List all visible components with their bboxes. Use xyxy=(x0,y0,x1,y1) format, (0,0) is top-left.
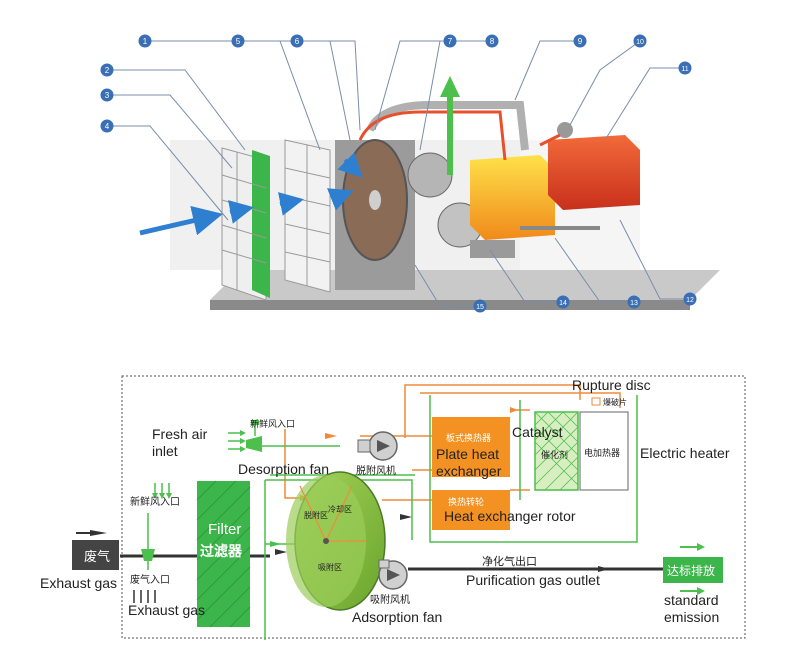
adsorption-fan xyxy=(378,559,408,590)
rupture-disc xyxy=(591,397,601,406)
callout-6: 6 xyxy=(290,34,304,48)
rupture-disc-3d xyxy=(557,122,573,138)
callout-7-text: 7 xyxy=(448,37,453,46)
callout-1-text: 1 xyxy=(143,37,148,46)
adsorption-fan-en: Adsorption fan xyxy=(352,609,442,625)
callout-3-text: 3 xyxy=(105,91,110,100)
callout-11-text: 11 xyxy=(681,66,688,73)
rupture-disc-zh: 爆破片 xyxy=(603,397,627,407)
callout-3: 3 xyxy=(100,88,114,102)
electric-heater-3d xyxy=(548,135,640,210)
purified-outlet-en: Purification gas outlet xyxy=(466,572,600,588)
standard-emission xyxy=(663,543,723,595)
exhaust-gas-box xyxy=(72,540,119,570)
fresh-air-valve-top xyxy=(246,436,262,452)
desorption-fan-3d xyxy=(407,152,453,198)
cooling-zone-zh: 冷却区 xyxy=(328,504,352,514)
callout-10: 10 xyxy=(633,34,647,48)
hx-rotor-en: Heat exchanger rotor xyxy=(444,508,576,524)
callout-2: 2 xyxy=(100,63,114,77)
electric-heater xyxy=(579,411,629,491)
callout-10-text: 10 xyxy=(636,39,644,46)
exhaust-gas-en-bottom: Exhaust gas xyxy=(128,602,205,618)
electric-heater-en: Electric heater xyxy=(640,445,730,461)
callout-9-text: 9 xyxy=(578,37,583,46)
callout-7: 7 xyxy=(443,34,457,48)
callout-leaders xyxy=(107,40,690,307)
callout-14-text: 14 xyxy=(559,300,567,307)
system-boundary xyxy=(121,375,746,639)
filter-en: Filter xyxy=(208,521,241,538)
purified-outlet-zh: 净化气出口 xyxy=(482,554,537,568)
concentrator-wheel-diagram xyxy=(286,471,386,611)
desorption-zone-zh: 脱附区 xyxy=(304,510,328,520)
callout-15-text: 15 xyxy=(476,304,484,311)
fresh-air-inlet-left xyxy=(152,483,172,499)
clean-air-pipe xyxy=(447,95,453,175)
rupture-disc-en: Rupture disc xyxy=(572,377,651,393)
catalyst-en: Catalyst xyxy=(512,424,563,440)
fresh-air-inlet-zh-top: 新鲜风入口 xyxy=(250,418,295,430)
exhaust-inlet-zh: 废气入口 xyxy=(130,573,170,586)
callout-13: 13 xyxy=(627,295,641,309)
callout-14: 14 xyxy=(556,295,570,309)
callout-4: 4 xyxy=(100,119,114,133)
filter-unit xyxy=(196,480,251,628)
callout-12-text: 12 xyxy=(686,297,694,304)
adsorption-zone-zh: 吸附区 xyxy=(318,562,342,572)
inlet-valve xyxy=(141,549,155,561)
callout-12: 12 xyxy=(683,292,697,306)
callout-8: 8 xyxy=(485,34,499,48)
fan-icon xyxy=(377,440,390,452)
exhaust-gas-box-zh: 废气 xyxy=(84,549,110,565)
desorption-fan-zh: 脱附风机 xyxy=(356,464,396,477)
callout-5-text: 5 xyxy=(236,37,241,46)
plate-heat-exchanger xyxy=(432,417,510,477)
clean-air-arrow xyxy=(440,76,460,97)
catalyst-zh: 催化剂 xyxy=(541,449,568,461)
exhaust-gas-en-left: Exhaust gas xyxy=(40,575,117,591)
callout-15: 15 xyxy=(473,299,487,313)
heat-exchanger-3d xyxy=(470,155,555,240)
heat-exchanger-rotor xyxy=(432,490,510,530)
emission-box xyxy=(663,557,723,583)
fresh-air-inlet-top xyxy=(228,420,262,452)
callout-6-text: 6 xyxy=(295,37,300,46)
electric-heater-zh: 电加热器 xyxy=(584,447,620,459)
callout-2-text: 2 xyxy=(105,66,110,75)
equipment-illustration xyxy=(139,76,720,310)
callout-4-text: 4 xyxy=(105,122,110,131)
hx-rotor-zh: 换热转轮 xyxy=(448,496,484,508)
standard-emission-zh: 达标排放 xyxy=(667,563,715,578)
callouts: 1 2 3 4 5 6 7 8 9 10 11 12 13 14 15 xyxy=(100,34,697,313)
exhaust-in-arrow xyxy=(139,206,223,236)
desorption-fan-en: Desorption fan xyxy=(238,461,329,477)
plate-hx-zh: 板式换热器 xyxy=(446,432,491,444)
fresh-air-inlet-zh-left: 新鲜风入口 xyxy=(130,495,180,508)
filter-zh: 过滤器 xyxy=(200,543,243,560)
filter-frame-green xyxy=(252,150,270,298)
callout-8-text: 8 xyxy=(490,37,495,46)
callout-11: 11 xyxy=(678,61,692,75)
exhaust-gas-source xyxy=(72,530,119,570)
callout-13-text: 13 xyxy=(630,300,638,307)
platform-side xyxy=(210,300,690,310)
adsorption-fan-zh: 吸附风机 xyxy=(370,593,410,606)
desorption-fan xyxy=(357,431,398,461)
exhaust-up-arrows xyxy=(133,590,156,603)
pipe-hot xyxy=(358,110,507,161)
callout-9: 9 xyxy=(573,34,587,48)
callout-1: 1 xyxy=(138,34,152,48)
callout-5: 5 xyxy=(231,34,245,48)
catalyst-unit xyxy=(534,411,579,491)
fan-icon-2 xyxy=(387,569,400,581)
